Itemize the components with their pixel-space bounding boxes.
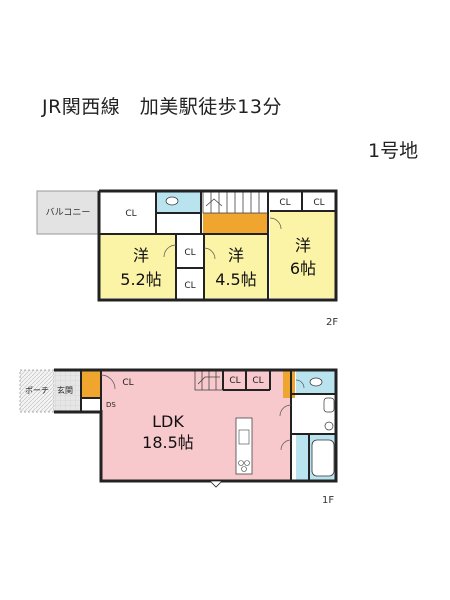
closet-label-1f-1: CL bbox=[122, 378, 133, 388]
kitchen-counter bbox=[235, 417, 253, 475]
bedroom-2 bbox=[204, 234, 268, 298]
access-info: JR関西線 加美駅徒歩13分 bbox=[42, 96, 282, 118]
bedroom-2-name: 洋 bbox=[228, 246, 244, 265]
stove-burner-1 bbox=[238, 460, 244, 466]
bedroom-3 bbox=[270, 211, 336, 298]
closet-label-2f-5: CL bbox=[184, 281, 195, 291]
kitchen-sink bbox=[238, 429, 250, 445]
ldk-window-mark bbox=[209, 480, 223, 488]
stairs-2f bbox=[202, 190, 269, 214]
windows-2f bbox=[99, 225, 336, 300]
porch-label: ポーチ bbox=[25, 386, 49, 395]
bedroom-1 bbox=[99, 234, 176, 298]
closet-label-2f-3: CL bbox=[313, 198, 324, 208]
bedroom-3-size: 6帖 bbox=[290, 259, 316, 278]
lot-number: 1号地 bbox=[368, 140, 419, 162]
ldk-name: LDK bbox=[152, 412, 184, 431]
entrance-label: 玄関 bbox=[57, 385, 73, 395]
interior-walls-2f bbox=[99, 191, 336, 300]
closet-label-2f-2: CL bbox=[279, 198, 290, 208]
stairs-wood-2f bbox=[203, 213, 268, 234]
washing-machine bbox=[324, 421, 334, 431]
doors-1f bbox=[100, 374, 305, 451]
interior-walls-1f bbox=[80, 370, 336, 481]
balcony bbox=[36, 190, 100, 235]
ds-label: DS bbox=[106, 401, 116, 409]
toilet-fixture-2f bbox=[165, 196, 179, 206]
floor-1-label: 1F bbox=[322, 495, 334, 506]
second-floor: バルコニー bbox=[36, 189, 338, 328]
ldk-size: 18.5帖 bbox=[142, 433, 194, 452]
porch bbox=[19, 369, 55, 413]
stove-burner-2 bbox=[244, 460, 250, 466]
bedroom-2-size: 4.5帖 bbox=[215, 270, 256, 289]
closet-label-1f-3: CL bbox=[252, 376, 263, 386]
closet-label-2f-4: CL bbox=[184, 248, 195, 258]
first-floor: ポーチ 玄関 DS CL CL CL LDK 18.5帖 1F bbox=[19, 368, 338, 506]
closet-label-1f-2: CL bbox=[229, 376, 240, 386]
toilet-2f bbox=[157, 191, 201, 213]
doors-2f bbox=[163, 217, 282, 260]
bedroom-1-name: 洋 bbox=[133, 246, 149, 265]
bathtub bbox=[311, 439, 335, 477]
toilet-fixture-1f bbox=[309, 377, 323, 387]
balcony-label: バルコニー bbox=[46, 207, 91, 218]
floor-2-label: 2F bbox=[326, 317, 338, 328]
ldk-room bbox=[101, 370, 291, 481]
walls-2f bbox=[97, 189, 338, 302]
wash-basin bbox=[323, 397, 335, 413]
bedroom-3-name: 洋 bbox=[295, 236, 311, 255]
windows-1f bbox=[101, 370, 336, 481]
bedroom-1-size: 5.2帖 bbox=[120, 270, 161, 289]
shoe-storage bbox=[81, 370, 101, 398]
entrance bbox=[54, 370, 81, 412]
closet-label-2f-1: CL bbox=[125, 209, 136, 219]
stove-burner-3 bbox=[241, 466, 247, 472]
